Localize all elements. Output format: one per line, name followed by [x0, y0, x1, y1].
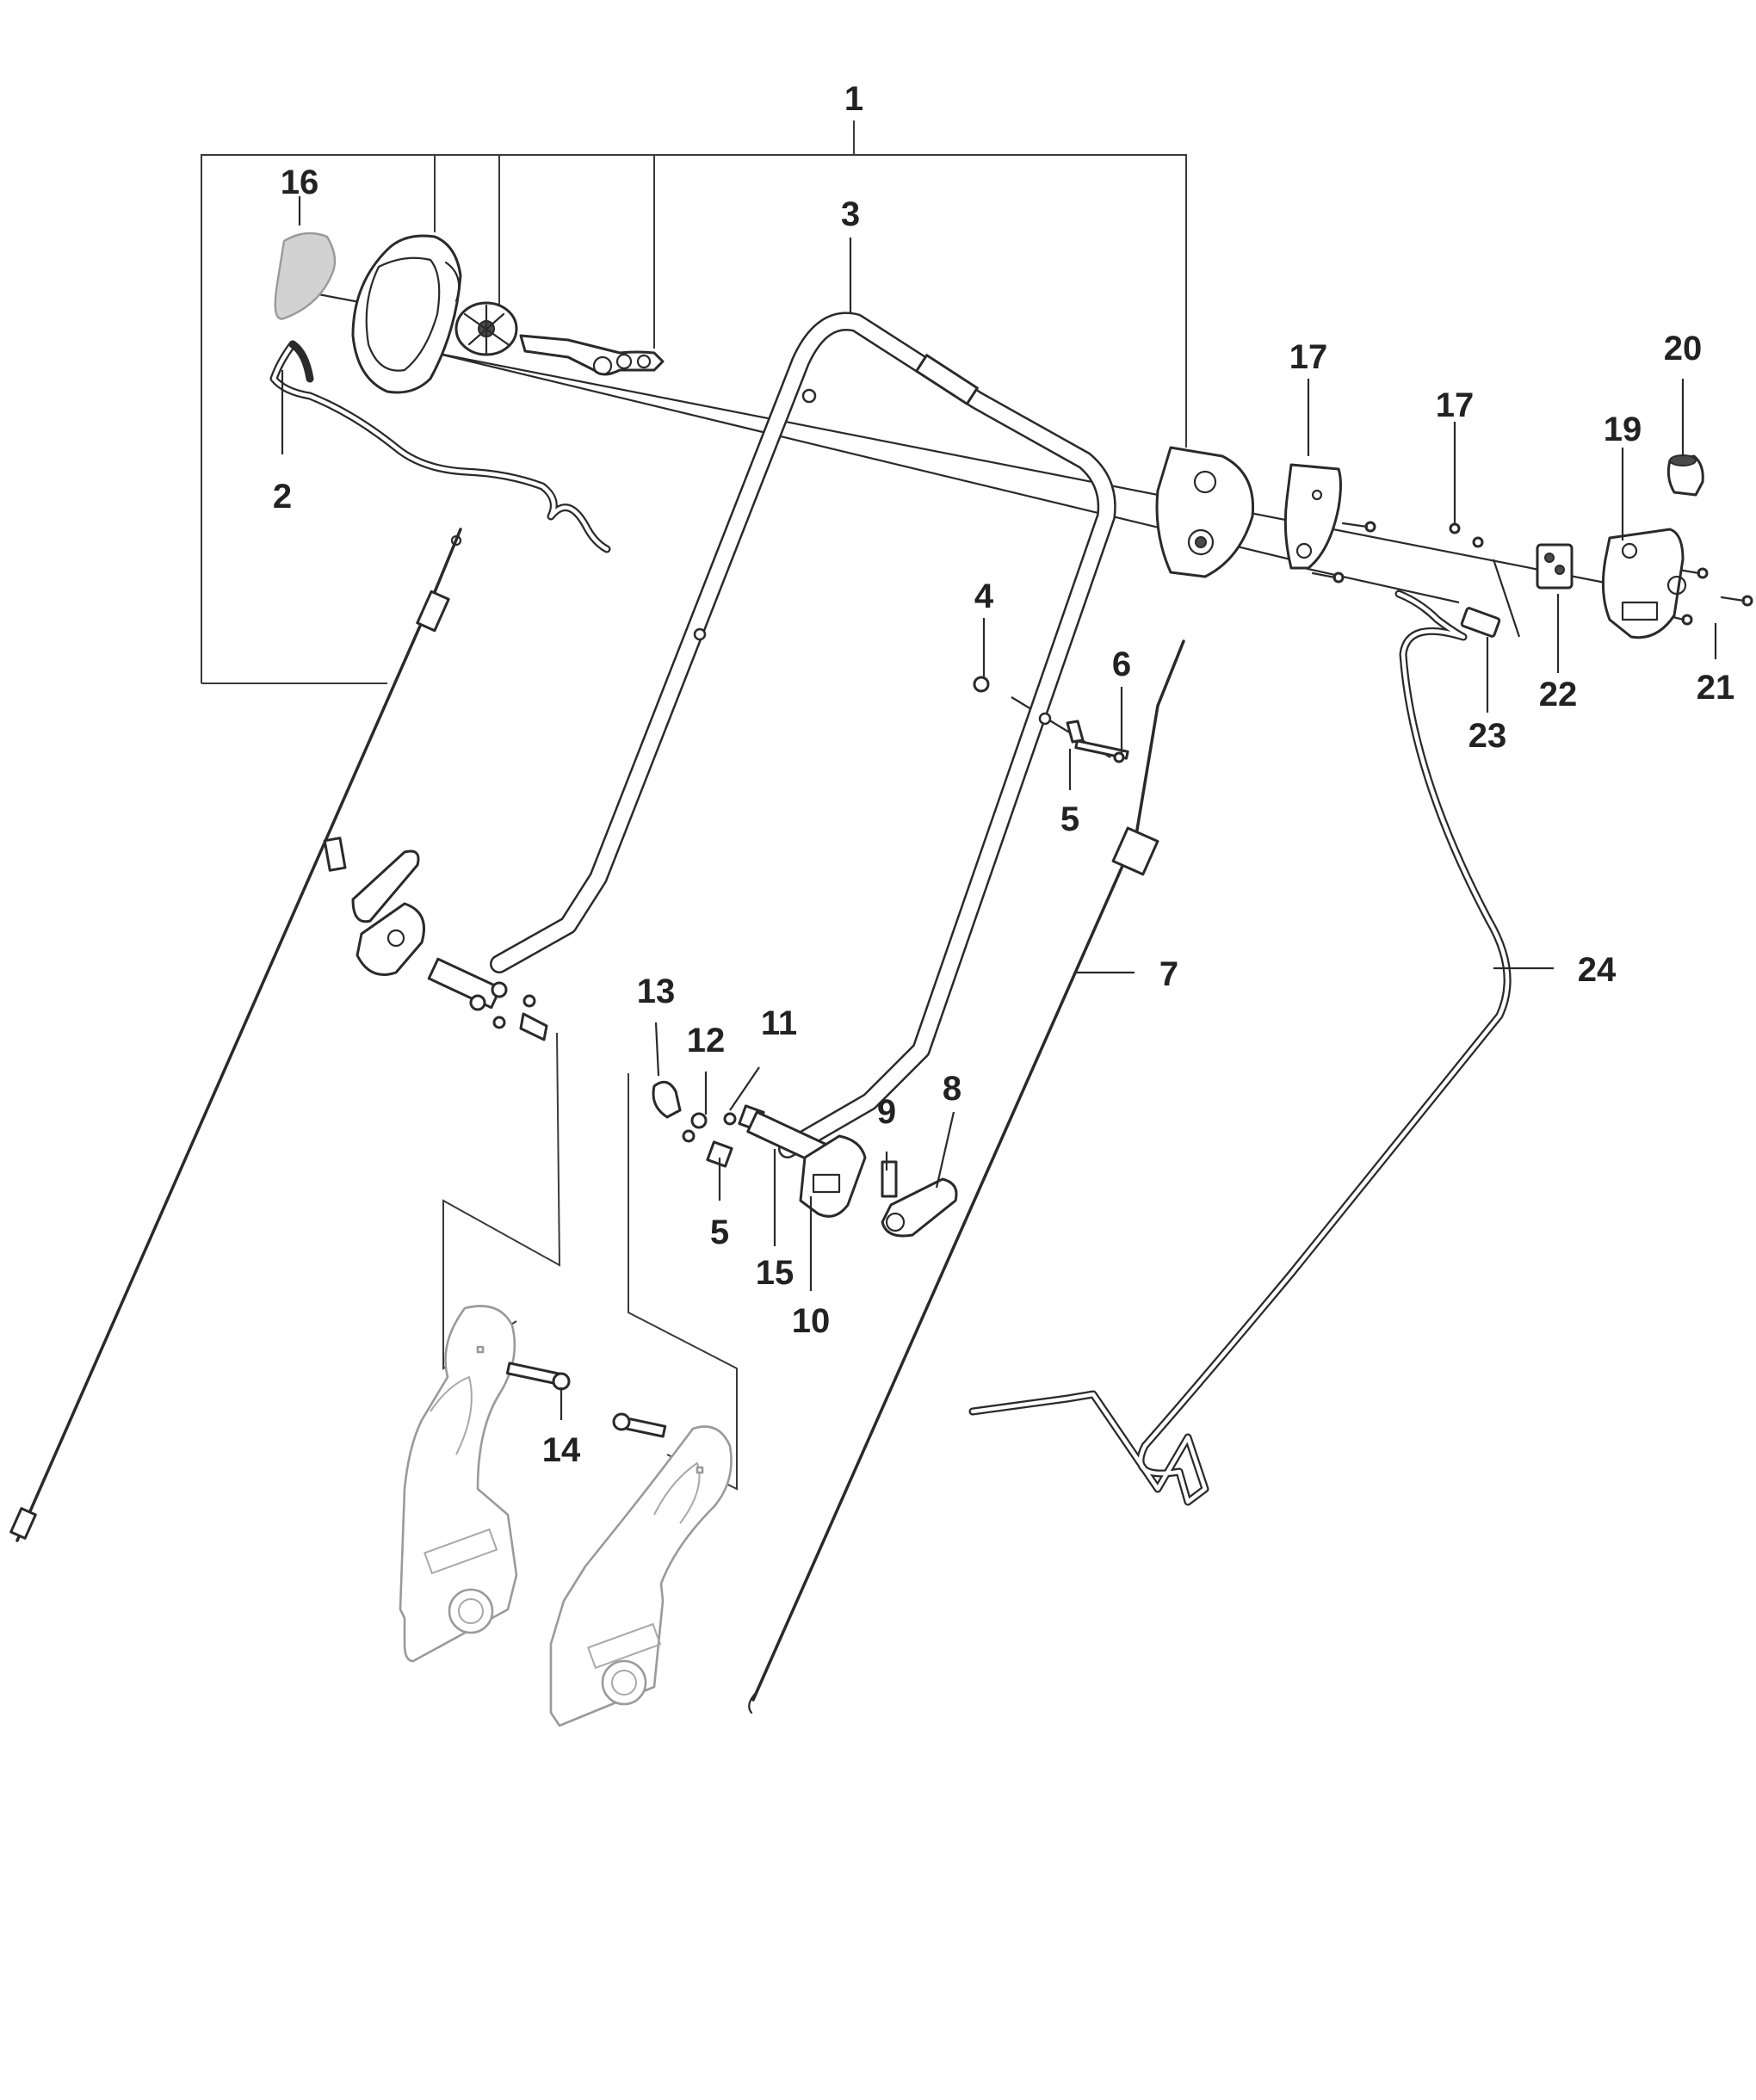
callout-10: 10 — [792, 1302, 831, 1340]
callout-7: 7 — [1159, 955, 1178, 993]
upper-right-brackets — [1155, 446, 1342, 578]
callout-labels: 1 2 3 4 5 5 6 7 8 9 10 11 12 13 14 15 16… — [273, 80, 1734, 1469]
assembly-bracket-1 — [201, 120, 1187, 684]
callout-20: 20 — [1664, 330, 1703, 368]
callout-17-right: 17 — [1436, 386, 1475, 424]
callout-5-lower: 5 — [710, 1214, 729, 1251]
part-16-decal — [274, 232, 337, 320]
callout-19: 19 — [1604, 411, 1642, 448]
callout-2: 2 — [273, 478, 292, 516]
left-control-cable — [9, 528, 462, 1542]
callout-23: 23 — [1468, 717, 1507, 755]
callout-16: 16 — [281, 164, 319, 201]
left-side-plate — [399, 1305, 518, 1663]
callout-22: 22 — [1539, 676, 1578, 713]
part-3-handle-tube — [490, 312, 1116, 1158]
callout-15: 15 — [756, 1254, 795, 1292]
callout-21: 21 — [1697, 669, 1735, 707]
callout-6: 6 — [1112, 645, 1131, 683]
callout-24: 24 — [1578, 951, 1617, 989]
part-24-bail-rod — [968, 590, 1512, 1506]
screws-upper — [1311, 521, 1753, 626]
left-hinge-assembly — [323, 837, 548, 1041]
part-19-housing — [1601, 528, 1687, 639]
part-1-control-housing — [351, 234, 462, 394]
callout-13: 13 — [637, 973, 676, 1010]
part-14-bolts — [505, 1362, 667, 1438]
callout-5-upper: 5 — [1060, 800, 1079, 838]
callout-12: 12 — [687, 1022, 726, 1059]
right-side-plate — [549, 1425, 733, 1727]
part-1-hub — [454, 301, 518, 356]
part-7-cable — [748, 639, 1185, 1714]
part-23-switch — [1460, 607, 1501, 638]
callout-8: 8 — [943, 1070, 961, 1108]
part-2-bail-wire — [269, 340, 611, 553]
part-20-knob — [1666, 454, 1704, 497]
part-22-switch — [1536, 543, 1574, 590]
callout-9: 9 — [877, 1093, 896, 1131]
callout-1: 1 — [844, 80, 863, 118]
alignment-lines — [318, 293, 1619, 758]
leader-lines — [281, 196, 1717, 1420]
callout-11: 11 — [761, 1004, 797, 1042]
callout-3: 3 — [841, 195, 860, 233]
right-hinge-assembly — [652, 1080, 958, 1238]
callout-14: 14 — [542, 1431, 581, 1469]
mid-hardware-4-5-6 — [973, 676, 1129, 763]
part-1-lever — [519, 334, 665, 376]
callout-4: 4 — [974, 578, 994, 615]
callout-17-left: 17 — [1289, 338, 1328, 376]
